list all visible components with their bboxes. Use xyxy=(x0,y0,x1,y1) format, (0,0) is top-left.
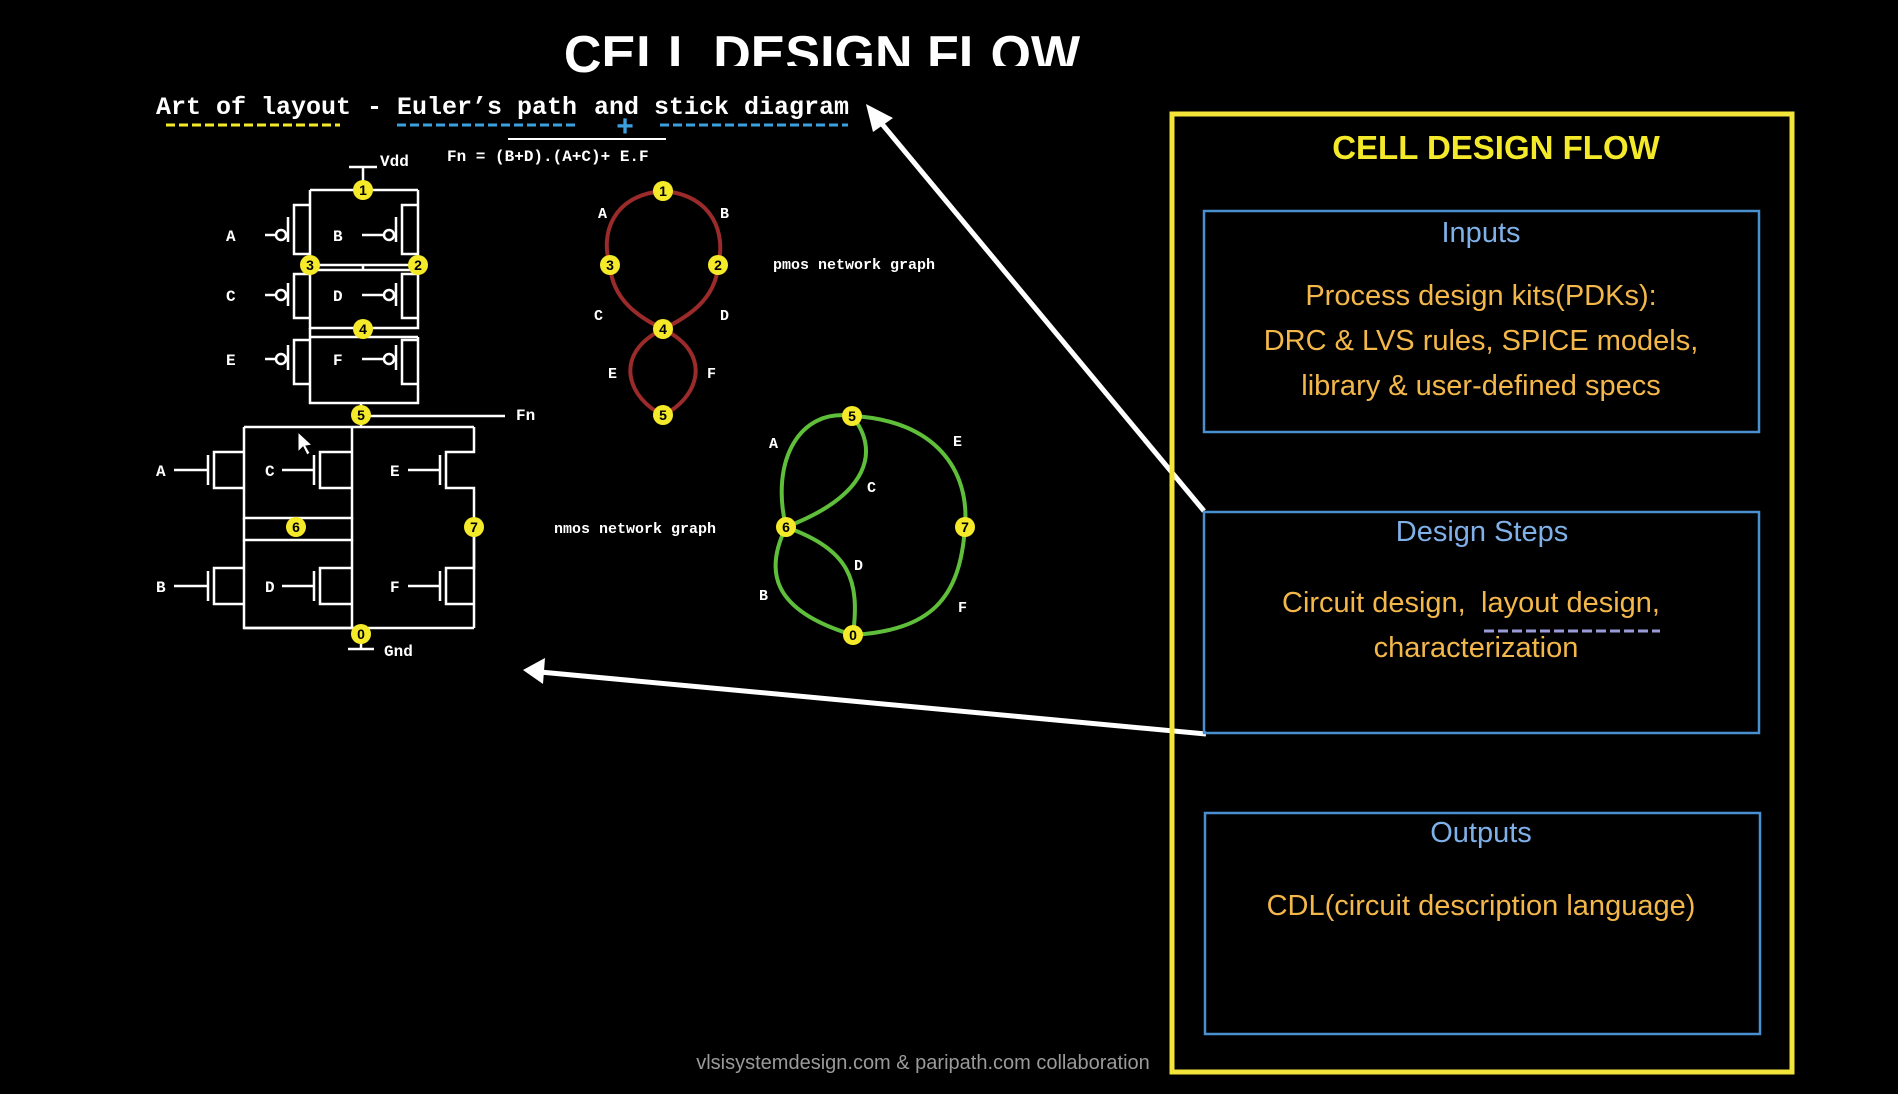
nmos-node-0: 0 xyxy=(849,627,857,643)
pmos-bubbles xyxy=(274,228,396,366)
nmos-edge-b: B xyxy=(759,588,768,605)
design-steps-layout: layout design, xyxy=(1481,587,1660,619)
pmos-node-1: 1 xyxy=(659,183,667,199)
inputs-line-2: DRC & LVS rules, SPICE models, xyxy=(1264,325,1699,357)
gnd-label: Gnd xyxy=(384,643,413,661)
node-3: 3 xyxy=(306,257,314,273)
node-7: 7 xyxy=(470,519,478,535)
node-1: 1 xyxy=(359,182,367,198)
schematic-nodes: 1 2 3 4 5 6 7 0 xyxy=(286,180,484,644)
equation: Fn = (B+D).(A+C)+ E.F xyxy=(447,148,649,166)
nmos-gate-c: C xyxy=(265,463,275,481)
node-0: 0 xyxy=(357,626,365,642)
node-6: 6 xyxy=(292,519,300,535)
pmos-edge-e: E xyxy=(608,366,617,383)
nmos-node-5: 5 xyxy=(848,408,856,424)
inputs-line-3: library & user-defined specs xyxy=(1301,370,1660,402)
design-steps-heading: Design Steps xyxy=(1396,516,1569,548)
fn-label: Fn xyxy=(516,407,535,425)
flow-panel xyxy=(1169,111,1795,1075)
heading-stick-diagram: stick diagram xyxy=(654,93,849,122)
vdd-label: Vdd xyxy=(380,153,409,171)
pmos-edge-b: B xyxy=(720,206,729,223)
heading-eulers-path: Euler’s path xyxy=(397,93,577,122)
arrows xyxy=(523,104,1207,737)
outputs-heading: Outputs xyxy=(1430,817,1532,849)
heading-and: and xyxy=(594,93,639,122)
pmos-gate-c: C xyxy=(226,288,236,306)
plus-sign: + xyxy=(616,110,634,143)
nmos-edge-e: E xyxy=(953,434,962,451)
nmos-graph-nodes: 5 6 7 0 xyxy=(776,406,975,645)
nmos-gate-e: E xyxy=(390,463,400,481)
nmos-network-graph xyxy=(773,413,968,637)
pmos-gate-a: A xyxy=(226,228,236,246)
inputs-line-1: Process design kits(PDKs): xyxy=(1305,280,1656,312)
pmos-gate-b: B xyxy=(333,228,343,246)
nmos-edge-c: C xyxy=(867,480,876,497)
arrow-head-left xyxy=(523,658,545,684)
pmos-gate-f: F xyxy=(333,352,343,370)
outputs-box xyxy=(1203,811,1762,1036)
pmos-edge-c: C xyxy=(594,308,603,325)
pmos-gate-e: E xyxy=(226,352,236,370)
arrow-to-schematic xyxy=(539,669,1207,737)
arrow-to-heading xyxy=(875,116,1206,513)
inputs-heading: Inputs xyxy=(1442,217,1521,249)
pmos-edge-a: A xyxy=(598,206,607,223)
flow-panel-title: CELL DESIGN FLOW xyxy=(1332,129,1660,166)
pmos-edge-f: F xyxy=(707,366,716,383)
outputs-line-1: CDL(circuit description language) xyxy=(1267,890,1696,922)
pmos-network-graph xyxy=(604,189,723,417)
pmos-node-2: 2 xyxy=(714,257,722,273)
pmos-node-3: 3 xyxy=(606,257,614,273)
nmos-gate-f: F xyxy=(390,579,400,597)
pmos-node-5: 5 xyxy=(659,407,667,423)
node-2: 2 xyxy=(414,257,422,273)
design-steps-line-2: characterization xyxy=(1374,632,1579,664)
nmos-edge-d: D xyxy=(854,558,863,575)
nmos-gate-a: A xyxy=(156,463,166,481)
nmos-node-7: 7 xyxy=(961,519,969,535)
design-steps-box xyxy=(1202,510,1761,735)
heading-art-of-layout: Art of layout xyxy=(156,93,351,122)
mouse-cursor-icon xyxy=(297,430,314,456)
heading-dash: - xyxy=(367,93,382,122)
nmos-edge-a: A xyxy=(769,436,778,453)
nmos-graph-label: nmos network graph xyxy=(554,521,716,538)
pmos-graph-label: pmos network graph xyxy=(773,257,935,274)
pmos-edge-d: D xyxy=(720,308,729,325)
nmos-node-6: 6 xyxy=(782,519,790,535)
footer-credit: vlsisystemdesign.com & paripath.com coll… xyxy=(696,1052,1150,1074)
pmos-node-4: 4 xyxy=(659,321,667,337)
nmos-gate-d: D xyxy=(265,579,275,597)
pmos-graph-nodes: 1 2 3 4 5 xyxy=(600,181,728,425)
node-4: 4 xyxy=(359,321,367,337)
design-steps-circuit: Circuit design, xyxy=(1282,587,1466,619)
inputs-box xyxy=(1202,209,1761,434)
node-5: 5 xyxy=(357,407,365,423)
nmos-edge-f: F xyxy=(958,600,967,617)
arrow-head-up xyxy=(866,104,893,132)
pmos-gate-d: D xyxy=(333,288,343,306)
nmos-gate-b: B xyxy=(156,579,166,597)
